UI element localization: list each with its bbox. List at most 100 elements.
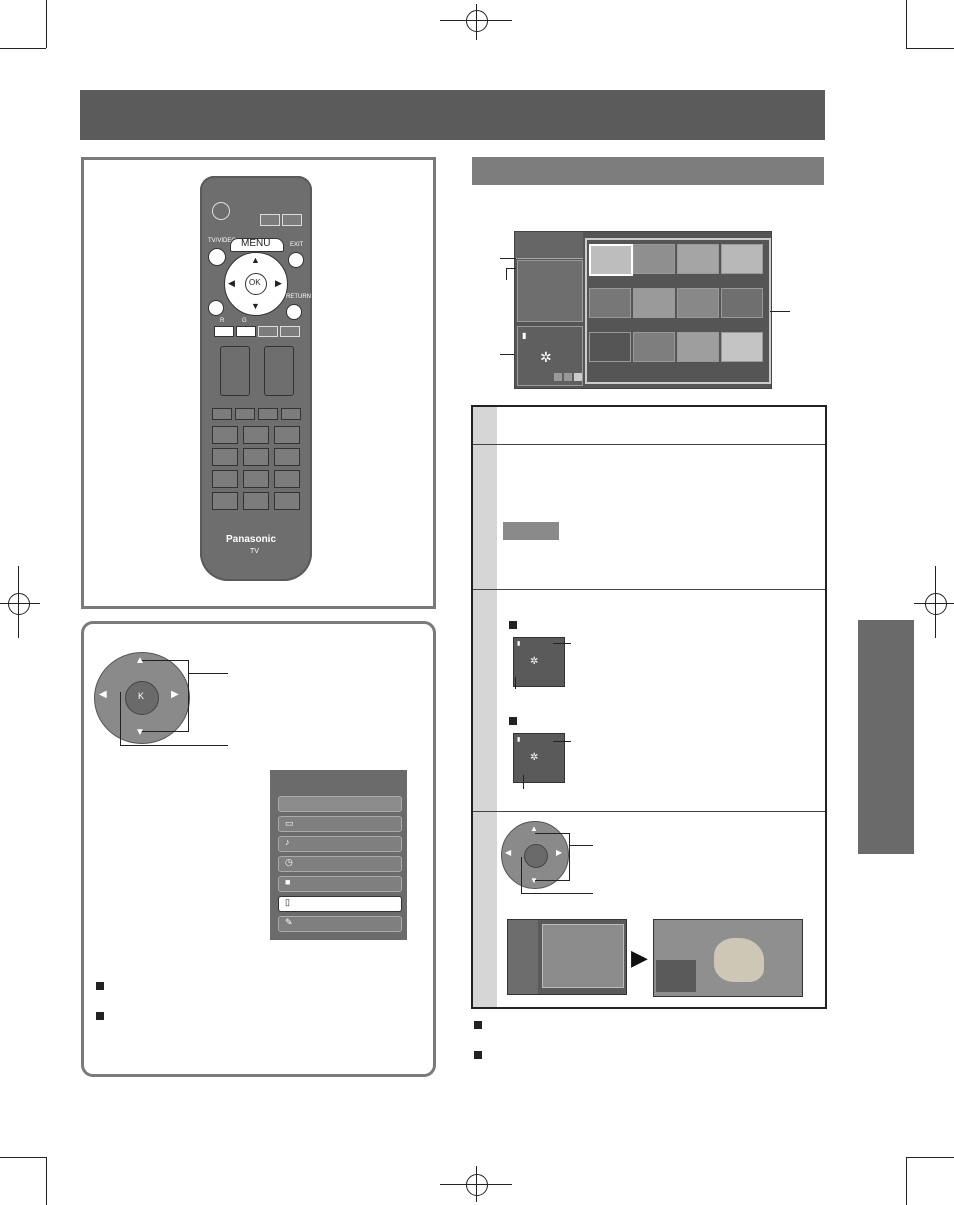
sd-card-icon: ▮	[517, 737, 521, 743]
number-key[interactable]	[243, 448, 269, 466]
remote-button[interactable]	[258, 408, 278, 420]
crop-mark	[0, 1157, 46, 1158]
menu-item[interactable]	[278, 796, 402, 812]
menu-item[interactable]: ✎	[278, 916, 402, 932]
number-key[interactable]	[274, 492, 300, 510]
photo-thumbnail[interactable]	[721, 288, 763, 318]
setup-menu-screen: ▭ ♪ ◷ ■ ▯ ✎	[270, 770, 407, 940]
exit-button[interactable]	[288, 252, 304, 268]
remote-button[interactable]	[281, 408, 301, 420]
return-label: RETURN	[286, 294, 311, 300]
callout-line	[521, 893, 593, 894]
bullet-icon	[474, 1021, 482, 1029]
exit-label: EXIT	[290, 242, 304, 248]
info-panel	[517, 260, 583, 322]
setup-wrench-icon: ✎	[285, 917, 293, 927]
blue-button[interactable]	[280, 326, 300, 337]
left-arrow-icon: ◀	[99, 689, 107, 700]
callout-line	[521, 857, 522, 893]
number-key[interactable]	[274, 448, 300, 466]
status-panel-thumbnail: ▮ ✲	[513, 637, 565, 687]
photo-thumbnail[interactable]	[721, 244, 763, 274]
right-arrow-icon: ▶	[556, 848, 563, 857]
menu-item[interactable]: ▭	[278, 816, 402, 832]
up-arrow-icon: ▲	[135, 655, 145, 666]
number-key[interactable]	[212, 470, 238, 488]
dog-photo	[714, 938, 764, 982]
registration-line	[935, 566, 936, 638]
remote-button[interactable]	[260, 214, 280, 226]
navigation-ring[interactable]: ▲ ▼ ◀ ▶ OK	[224, 252, 288, 316]
remote-control: TV/VIDEO EXIT MENU ▲ ▼ ◀ ▶ OK RETURN R G…	[200, 176, 312, 581]
down-arrow-icon: ▼	[135, 727, 145, 738]
callout-line	[770, 311, 790, 312]
ok-button[interactable]: OK	[245, 273, 267, 295]
status-panel: ▮ ✲	[517, 326, 583, 386]
remote-button[interactable]	[212, 408, 232, 420]
yellow-button[interactable]	[258, 326, 278, 337]
photo-thumbnail[interactable]	[633, 288, 675, 318]
green-button[interactable]	[236, 326, 256, 337]
menu-button[interactable]: MENU	[230, 238, 284, 252]
photo-thumbnail[interactable]	[633, 244, 675, 274]
remote-button[interactable]	[208, 300, 224, 316]
photo-thumbnail[interactable]	[721, 332, 763, 362]
volume-rocker[interactable]	[220, 346, 250, 396]
callout-line	[569, 845, 593, 846]
photo-thumbnail[interactable]	[677, 288, 719, 318]
number-key[interactable]	[243, 492, 269, 510]
remote-button[interactable]	[235, 408, 255, 420]
registration-line	[476, 1166, 477, 1202]
photo-thumbnail[interactable]	[589, 244, 633, 276]
registration-mark	[925, 593, 947, 615]
red-button[interactable]	[214, 326, 234, 337]
menu-item[interactable]: ■	[278, 876, 402, 892]
registration-line	[476, 4, 477, 40]
menu-item-selected[interactable]: ▯	[278, 896, 402, 912]
crop-mark	[906, 0, 907, 48]
number-key[interactable]	[212, 448, 238, 466]
dpad-illustration: ▲ ▼ ◀ ▶ K	[94, 652, 190, 744]
photo-thumbnail[interactable]	[589, 288, 631, 318]
number-key[interactable]	[243, 426, 269, 444]
bullet-icon	[509, 717, 517, 725]
row-divider	[473, 589, 825, 590]
menu-item[interactable]: ◷	[278, 856, 402, 872]
channel-rocker[interactable]	[264, 346, 294, 396]
number-key[interactable]	[212, 426, 238, 444]
callout-line	[188, 673, 228, 674]
crop-mark	[906, 1157, 954, 1158]
callout-line	[553, 643, 571, 644]
side-tab	[858, 620, 914, 854]
number-key[interactable]	[212, 492, 238, 510]
photo-thumbnail[interactable]	[633, 332, 675, 362]
tv-video-button[interactable]	[208, 248, 226, 266]
registration-line	[0, 603, 40, 604]
callout-line	[120, 745, 228, 746]
photo-thumbnail[interactable]	[677, 244, 719, 274]
number-key[interactable]	[274, 470, 300, 488]
g-label: G	[242, 318, 247, 324]
power-button[interactable]	[212, 202, 230, 220]
guide-icon: ✲	[540, 349, 552, 365]
callout-line	[500, 258, 516, 259]
photo-thumbnail[interactable]	[589, 332, 631, 362]
remote-button[interactable]	[282, 214, 302, 226]
photo-viewer-screen: ▮ ✲	[514, 231, 772, 389]
left-arrow-icon: ◀	[505, 848, 512, 857]
menu-label: MENU	[241, 238, 271, 249]
fullscreen-photo	[653, 919, 803, 997]
menu-item[interactable]: ♪	[278, 836, 402, 852]
registration-mark	[8, 593, 30, 615]
bullet-icon	[96, 1012, 104, 1020]
r-label: R	[220, 318, 225, 324]
number-key[interactable]	[274, 426, 300, 444]
photo-thumbnail[interactable]	[677, 332, 719, 362]
down-arrow-icon: ▼	[530, 876, 538, 885]
steps-table: ▮ ✲ ▮ ✲ ▲ ▼ ◀ ▶ ▶	[471, 405, 827, 1009]
callout-line	[506, 268, 516, 269]
thumbnail-screen-small	[507, 919, 627, 995]
number-key[interactable]	[243, 470, 269, 488]
return-button[interactable]	[286, 304, 302, 320]
note-badge	[503, 522, 559, 540]
